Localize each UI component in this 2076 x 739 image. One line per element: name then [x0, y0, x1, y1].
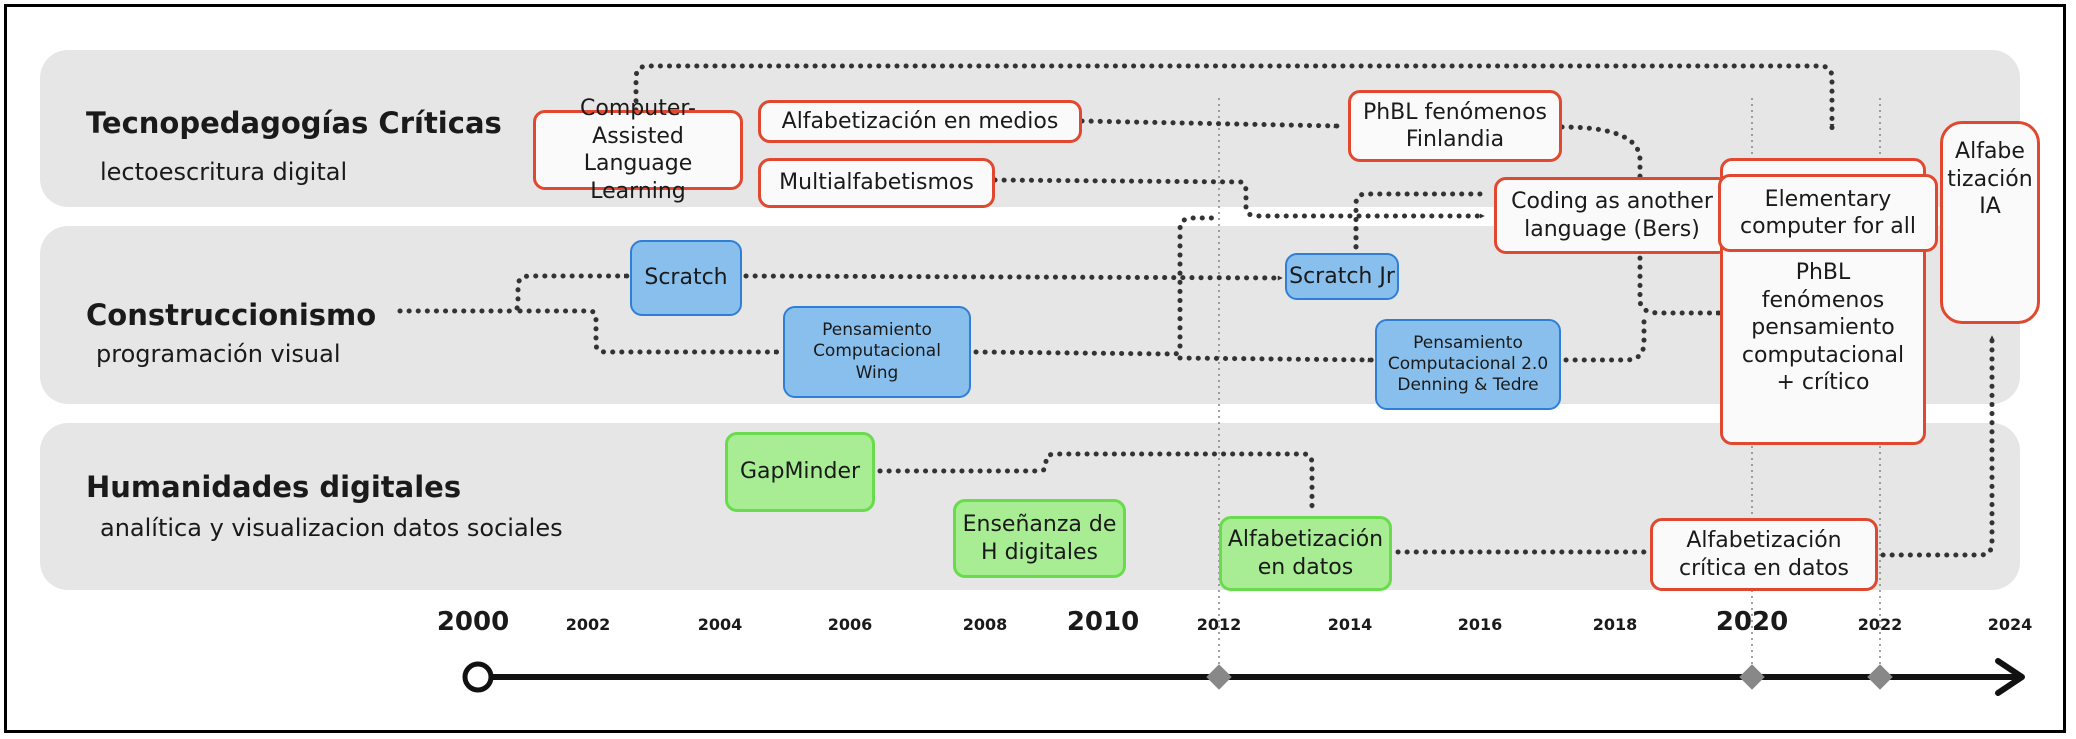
dotted-connectors — [397, 63, 1995, 558]
node-label-line: pensamiento — [1751, 315, 1895, 340]
node-label-line: PhBL — [1795, 260, 1851, 285]
node-label-line: Finlandia — [1405, 127, 1505, 152]
node-label-line: Alfabetización — [1686, 528, 1842, 553]
year-label-2014: 2014 — [1327, 615, 1373, 634]
node-label-line: Multialfabetismos — [779, 170, 974, 196]
year-label-2010: 2010 — [1066, 607, 1140, 637]
node-label-line: Elementary — [1764, 186, 1892, 212]
band-subtitle-humanidades: analítica y visualizacion datos sociales — [100, 514, 563, 542]
node-scratch-jr: Scratch Jr — [1285, 253, 1399, 300]
node-label-line: Alfabetización — [1227, 527, 1384, 552]
node-label-line: Denning & Tedre — [1397, 375, 1539, 396]
band-subtitle-construccionismo: programación visual — [96, 340, 341, 368]
band-subtitle-tecnopedagogias: lectoescritura digital — [100, 158, 348, 186]
timeline-start-circle — [462, 661, 494, 693]
year-label-2004: 2004 — [697, 615, 743, 634]
node-label-line: Alfabe — [1955, 139, 2025, 164]
milestone-diamond-2012 — [1206, 664, 1232, 690]
node-label-line: Wing — [855, 362, 899, 383]
milestone-diamond-2020 — [1739, 664, 1765, 690]
band-title-humanidades: Humanidades digitales — [86, 470, 462, 504]
timeline-arrowhead — [1995, 658, 2025, 696]
node-scratch: Scratch — [630, 240, 742, 316]
node-alfabetizacion-en-medios: Alfabetización en medios — [758, 100, 1082, 143]
year-label-2000: 2000 — [436, 607, 510, 637]
year-label-2002: 2002 — [565, 615, 611, 634]
node-label-line: Scratch — [644, 265, 728, 291]
node-label-line: Computacional — [813, 341, 941, 362]
node-label-line: computacional — [1741, 342, 1905, 368]
node-label-line: Alfabetización en medios — [781, 108, 1059, 134]
node-label-line: Computer-Assisted — [580, 96, 696, 149]
milestone-diamond-2022 — [1867, 664, 1893, 690]
band-title-construccionismo: Construccionismo — [86, 298, 377, 332]
node-label-line: tización — [1947, 166, 2033, 192]
node-label-line: Language Learning — [583, 151, 693, 204]
node-label-line: H digitales — [981, 539, 1098, 565]
year-label-2020: 2020 — [1715, 607, 1789, 637]
node-label-line: Scratch Jr — [1289, 263, 1395, 289]
node-label-line: Pensamiento — [822, 320, 932, 341]
year-label-2008: 2008 — [962, 615, 1008, 634]
node-label-line: en datos — [1257, 554, 1354, 580]
node-label-line: PhBL fenómenos — [1362, 99, 1548, 125]
node-label-line: Pensamiento — [1413, 332, 1523, 353]
node-label-line: Computacional 2.0 — [1387, 353, 1549, 374]
year-label-2022: 2022 — [1857, 615, 1903, 634]
node-gapminder: GapMinder — [725, 432, 875, 512]
band-title-tecnopedagogias: Tecnopedagogías Críticas — [86, 106, 502, 140]
year-label-2018: 2018 — [1592, 615, 1638, 634]
node-label-line: IA — [1979, 194, 2001, 219]
node-label-line: fenómenos — [1761, 287, 1885, 313]
node-label-line: + crítico — [1776, 370, 1870, 395]
node-label-line: Enseñanza de — [962, 512, 1117, 537]
year-label-2024: 2024 — [1987, 615, 2033, 634]
node-multialfabetismos: Multialfabetismos — [758, 158, 995, 208]
node-label-line: computer for all — [1739, 214, 1917, 239]
year-label-2012: 2012 — [1196, 615, 1242, 634]
node-label-line: Coding as another — [1511, 189, 1713, 214]
node-label-line: GapMinder — [739, 459, 861, 485]
node-label-line: language (Bers) — [1524, 216, 1700, 242]
year-label-2006: 2006 — [827, 615, 873, 634]
year-label-2016: 2016 — [1457, 615, 1503, 634]
node-label-line: crítica en datos — [1678, 555, 1850, 581]
